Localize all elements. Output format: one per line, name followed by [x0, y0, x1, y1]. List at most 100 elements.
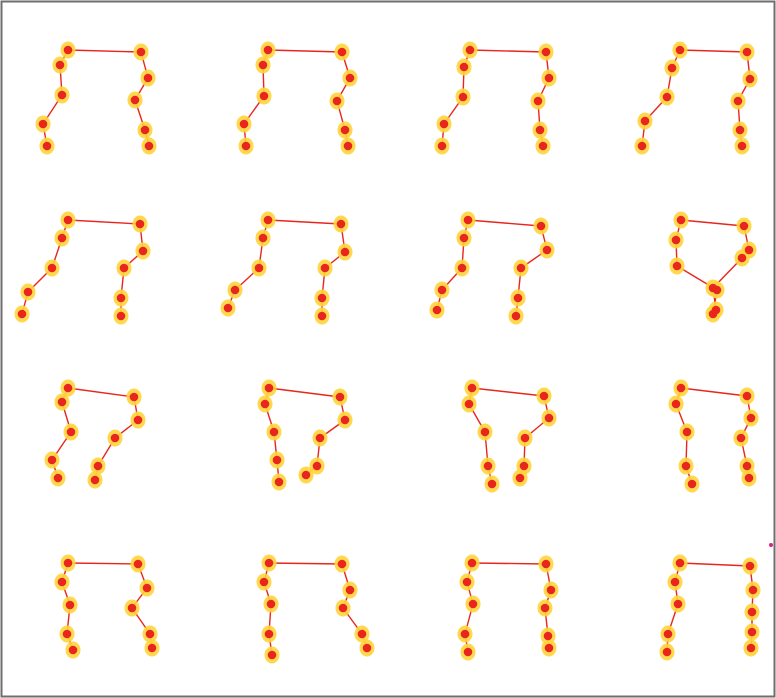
- joint-point: [746, 562, 755, 571]
- joint-point: [336, 393, 345, 402]
- joint-point: [316, 434, 325, 443]
- joint-point: [337, 220, 346, 229]
- joint-point: [302, 471, 311, 480]
- joint-point: [464, 216, 473, 225]
- joint-point: [224, 304, 233, 313]
- joint-point: [261, 400, 270, 409]
- joint-point: [438, 286, 447, 295]
- joint-point: [433, 306, 442, 315]
- joint-point: [136, 220, 145, 229]
- joint-point: [313, 462, 322, 471]
- joint-point: [540, 392, 549, 401]
- joint-point: [264, 216, 273, 225]
- joint-point: [545, 74, 554, 83]
- joint-point: [668, 64, 677, 73]
- joint-point: [747, 414, 756, 423]
- joint-point: [117, 294, 126, 303]
- joint-point: [545, 644, 554, 653]
- skeleton-bone: [472, 563, 546, 564]
- joint-point: [676, 46, 685, 55]
- joint-point: [463, 578, 472, 587]
- joint-point: [275, 478, 284, 487]
- joint-point: [709, 284, 718, 293]
- joint-point: [459, 93, 468, 102]
- joint-point: [682, 462, 691, 471]
- joint-point: [318, 312, 327, 321]
- joint-point: [242, 142, 251, 151]
- joint-point: [63, 630, 72, 639]
- joint-point: [458, 264, 467, 273]
- joint-point: [516, 474, 525, 483]
- joint-point: [664, 630, 673, 639]
- joint-point: [745, 474, 754, 483]
- joint-point: [346, 586, 355, 595]
- joint-point: [363, 644, 372, 653]
- joint-point: [736, 126, 745, 135]
- joint-point: [468, 384, 477, 393]
- joint-point: [712, 306, 721, 315]
- joint-point: [521, 434, 530, 443]
- joint-point: [145, 142, 154, 151]
- joint-point: [464, 648, 473, 657]
- joint-point: [321, 264, 330, 273]
- joint-point: [265, 384, 274, 393]
- joint-point: [273, 456, 282, 465]
- joint-point: [341, 126, 350, 135]
- joint-point: [39, 120, 48, 129]
- joint-point: [260, 92, 269, 101]
- joint-point: [534, 97, 543, 106]
- joint-point: [255, 264, 264, 273]
- joint-point: [338, 48, 347, 57]
- joint-point: [542, 560, 551, 569]
- joint-point: [333, 97, 342, 106]
- joint-point: [743, 392, 752, 401]
- joint-point: [743, 48, 752, 57]
- joint-point: [677, 384, 686, 393]
- joint-point: [341, 416, 350, 425]
- joint-point: [746, 75, 755, 84]
- joint-point: [536, 126, 545, 135]
- joint-point: [267, 600, 276, 609]
- joint-point: [64, 559, 73, 568]
- joint-point: [469, 600, 478, 609]
- joint-point: [148, 644, 157, 653]
- joint-point: [461, 630, 470, 639]
- joint-point: [270, 428, 279, 437]
- joint-point: [67, 428, 76, 437]
- joint-point: [537, 222, 546, 231]
- joint-point: [734, 97, 743, 106]
- joint-point: [58, 398, 67, 407]
- joint-point: [672, 236, 681, 245]
- joint-point: [676, 559, 685, 568]
- joint-point: [120, 264, 129, 273]
- joint-point: [747, 644, 756, 653]
- joint-point: [743, 462, 752, 471]
- joint-point: [740, 222, 749, 231]
- joint-point: [259, 61, 268, 70]
- joint-point: [43, 142, 52, 151]
- joint-point: [64, 46, 73, 55]
- joint-point: [738, 142, 747, 151]
- joint-point: [260, 578, 269, 587]
- joint-point: [144, 74, 153, 83]
- joint-point: [137, 48, 146, 57]
- joint-point: [460, 234, 469, 243]
- joint-point: [265, 630, 274, 639]
- joint-point: [460, 63, 469, 72]
- joint-point: [338, 560, 347, 569]
- joint-point: [268, 651, 277, 660]
- joint-point: [339, 604, 348, 613]
- joint-point: [341, 248, 350, 257]
- joint-point: [517, 264, 526, 273]
- joint-point: [638, 142, 647, 151]
- joint-point: [674, 600, 683, 609]
- joint-point: [749, 586, 758, 595]
- joint-point: [468, 559, 477, 568]
- joint-point: [671, 578, 680, 587]
- joint-point: [748, 608, 757, 617]
- joint-point: [514, 294, 523, 303]
- joint-point: [259, 234, 268, 243]
- joint-point: [677, 216, 686, 225]
- joint-point: [358, 630, 367, 639]
- joint-point: [48, 264, 57, 273]
